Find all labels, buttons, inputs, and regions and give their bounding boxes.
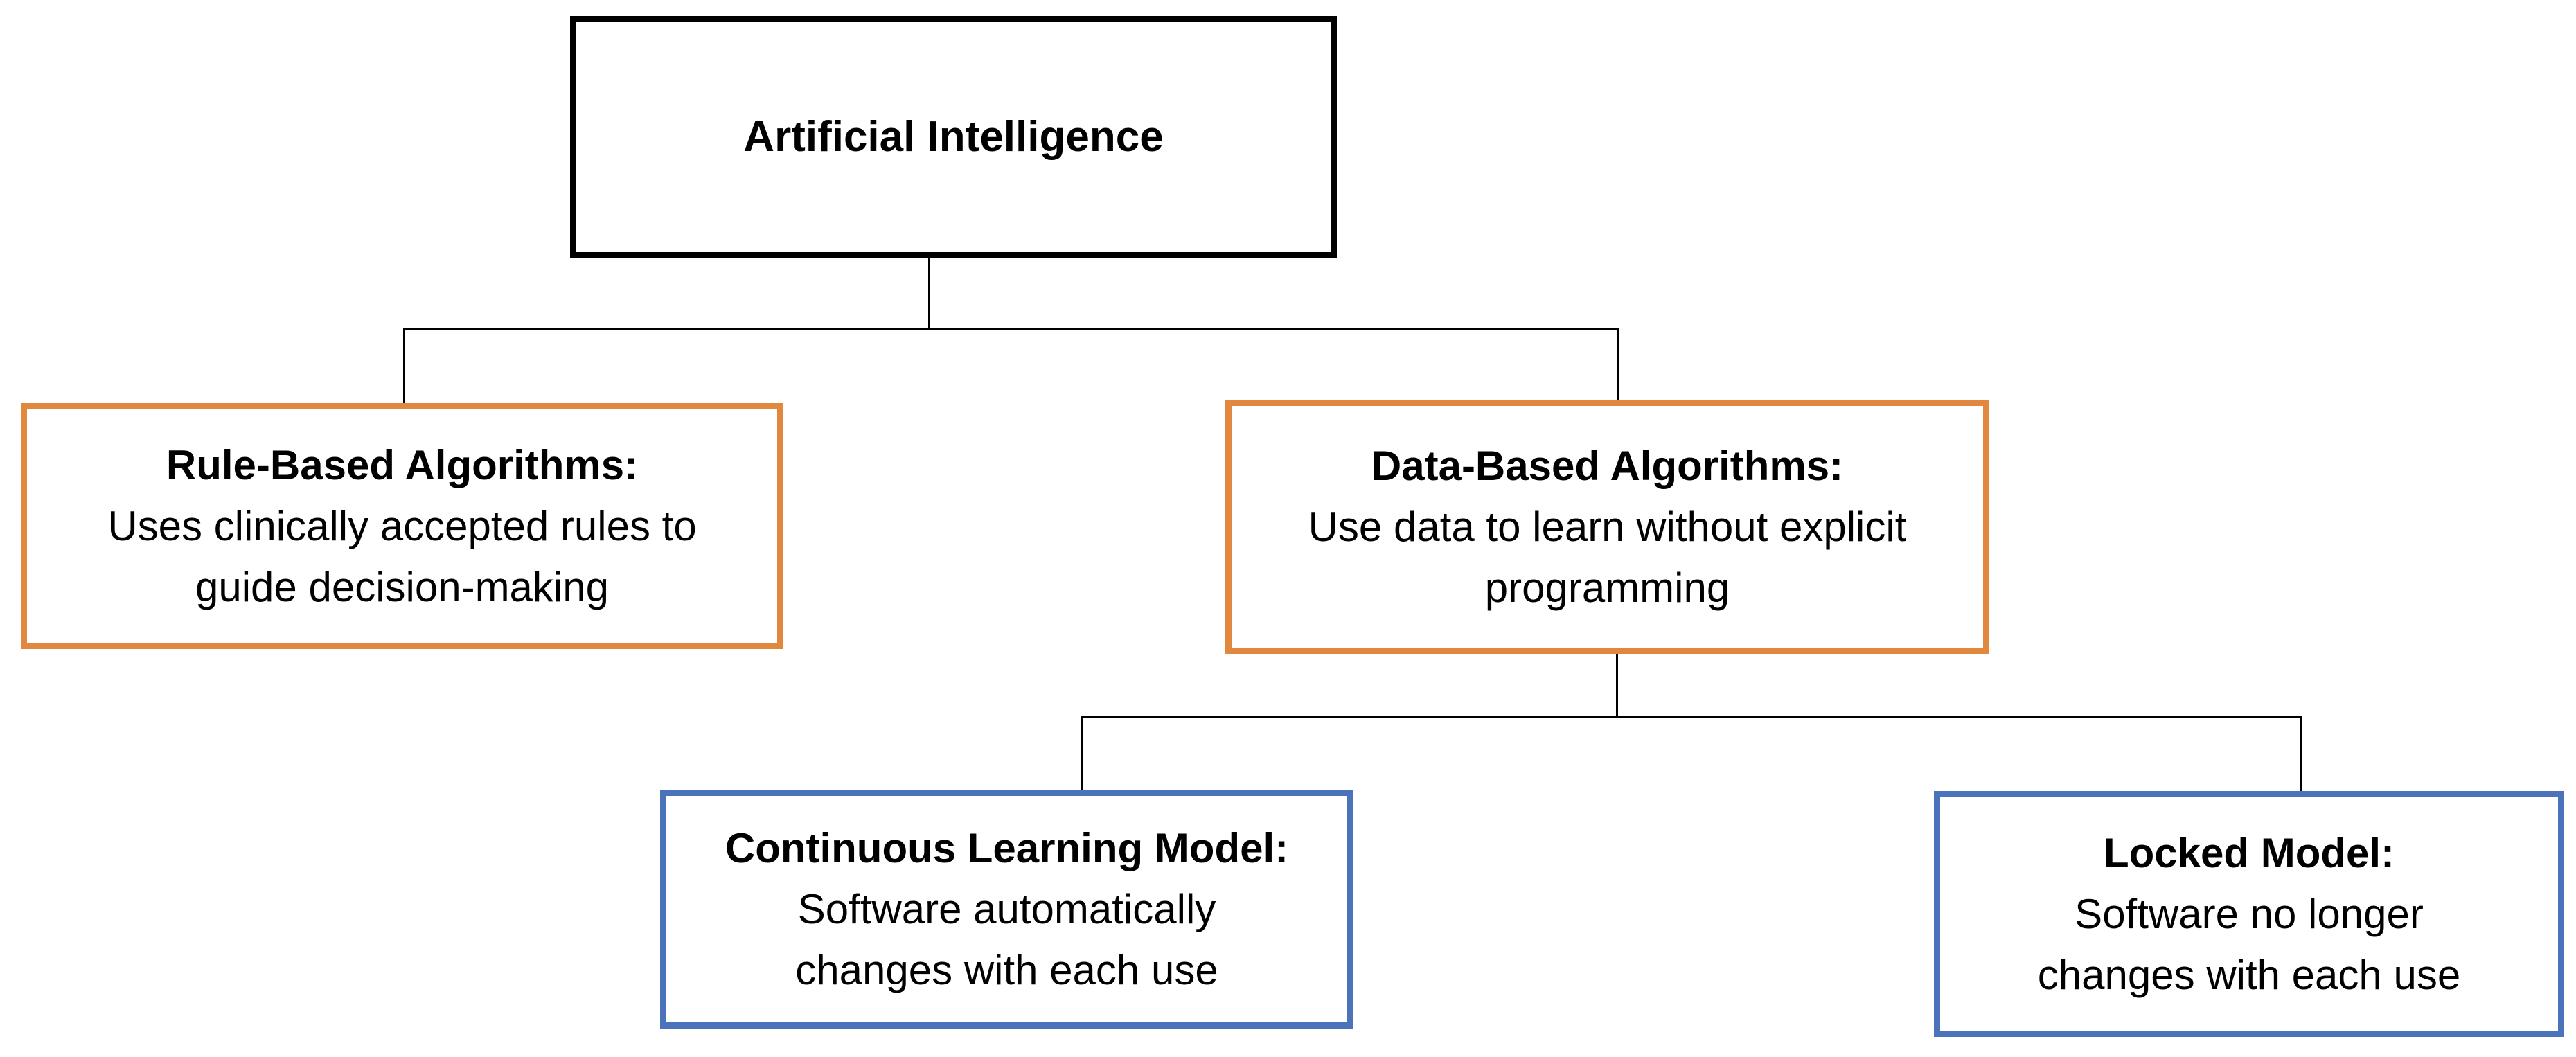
node-data-based-algorithms: Data-Based Algorithms: Use data to learn… bbox=[1225, 400, 1989, 654]
connector-level2-bar bbox=[403, 328, 1619, 330]
node-title: Rule-Based Algorithms: bbox=[166, 441, 639, 488]
node-body-line: programming bbox=[1484, 564, 1730, 611]
node-body-line: changes with each use bbox=[2037, 951, 2461, 998]
node-title: Continuous Learning Model: bbox=[725, 824, 1289, 871]
node-body-line: Uses clinically accepted rules to bbox=[107, 502, 697, 549]
node-body-line: Software automatically bbox=[797, 885, 1216, 932]
connector-root-stem bbox=[928, 258, 930, 330]
node-body-line: changes with each use bbox=[795, 946, 1218, 993]
node-title: Locked Model: bbox=[2103, 829, 2395, 876]
node-body-line: guide decision-making bbox=[195, 563, 609, 610]
connector-data-based-stem bbox=[1616, 654, 1618, 718]
node-artificial-intelligence: Artificial Intelligence bbox=[570, 16, 1337, 258]
connector-drop-locked bbox=[2300, 716, 2302, 791]
node-locked-model: Locked Model: Software no longer changes… bbox=[1934, 791, 2564, 1037]
node-body-line: Use data to learn without explicit bbox=[1308, 503, 1907, 550]
connector-drop-data-based bbox=[1617, 328, 1619, 400]
connector-drop-continuous bbox=[1081, 716, 1083, 790]
node-title: Data-Based Algorithms: bbox=[1371, 442, 1844, 489]
node-continuous-learning-model: Continuous Learning Model: Software auto… bbox=[660, 790, 1353, 1029]
node-body-line: Software no longer bbox=[2075, 890, 2424, 937]
node-rule-based-algorithms: Rule-Based Algorithms: Uses clinically a… bbox=[21, 403, 783, 649]
connector-drop-rule-based bbox=[403, 328, 405, 403]
node-title: Artificial Intelligence bbox=[743, 113, 1164, 161]
connector-level3-bar bbox=[1081, 716, 2302, 718]
